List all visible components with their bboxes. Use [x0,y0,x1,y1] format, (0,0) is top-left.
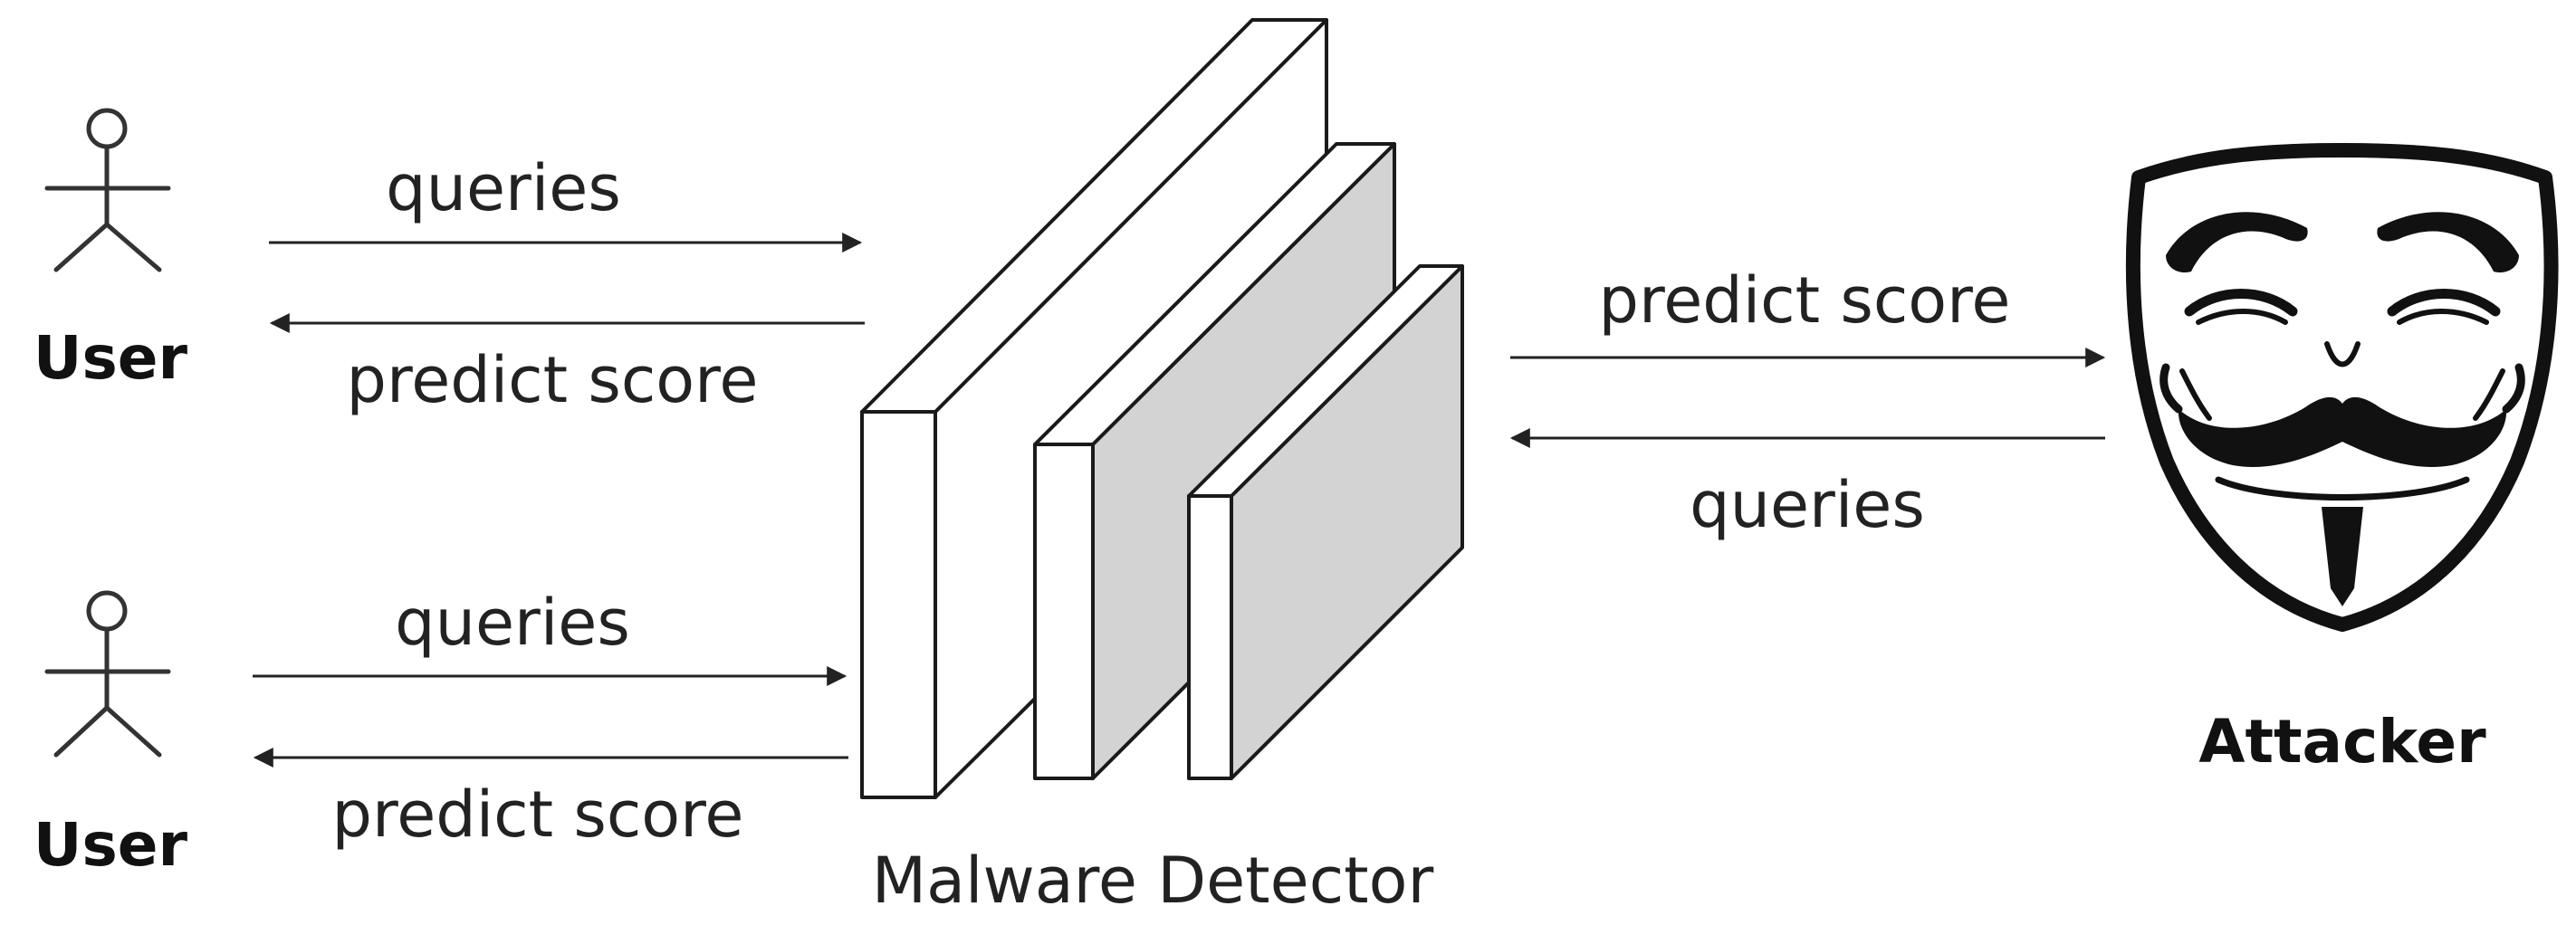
guy-fawkes-mask-icon [2125,143,2559,632]
user-label: User [34,323,188,393]
user-2: User [34,590,188,880]
user-1: User [34,108,188,393]
score-label: predict score [347,343,759,417]
user-label: User [34,810,188,880]
score-label: predict score [332,777,744,852]
query-label: queries [395,586,630,660]
attacker-label: Attacker [2198,707,2486,777]
attacker-query-label: queries [1690,468,1925,542]
user-icon [44,590,171,758]
detector-label: Malware Detector [872,844,1434,918]
malware-detector: Malware Detector [860,18,1464,918]
attacker-score-label: predict score [1599,263,2011,338]
attacker: Attacker [2125,143,2559,777]
detector-layer-3 [1187,264,1464,780]
user-icon [44,108,171,272]
query-label: queries [386,151,621,225]
